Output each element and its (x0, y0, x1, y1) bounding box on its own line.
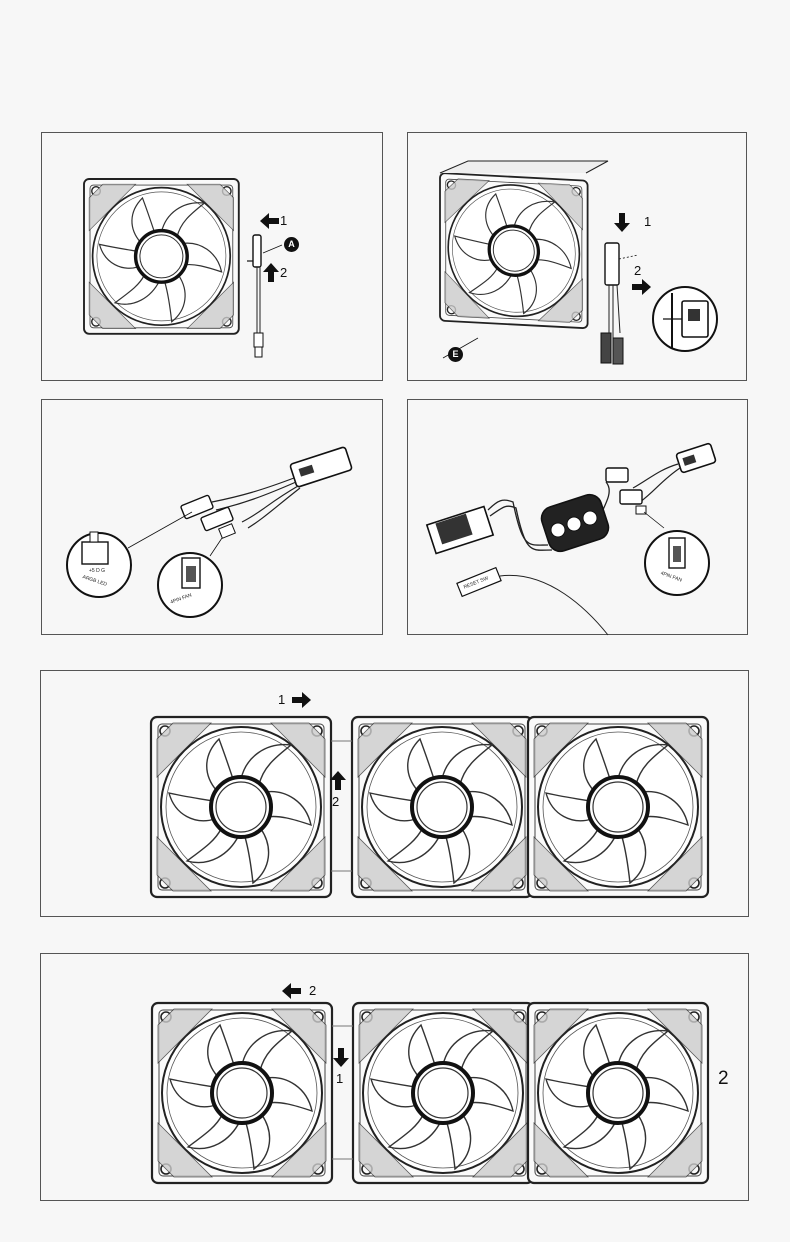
arrow-down-icon (614, 213, 630, 232)
three-fan-chain-disconnect (150, 983, 710, 1185)
arrow-down-icon (333, 1048, 349, 1067)
panel-argb-fan-connectors: +5 D G ARGB LED 4PIN FAN (41, 399, 383, 635)
arrow-up-icon (330, 771, 346, 790)
step-2-label: 2 (309, 983, 317, 998)
step-2-label: 2 (280, 265, 288, 280)
side-label: 2 (718, 1068, 729, 1089)
fan-diagram-perspective (438, 160, 718, 365)
step-1-label: 1 (644, 214, 652, 229)
arrow-left-icon (260, 213, 279, 229)
panel-step-2-module-detail: 1 2 E (407, 132, 747, 381)
panel-controller-hub: RESET SW 4PIN FAN (407, 399, 748, 636)
step-2-label: 2 (634, 263, 642, 278)
cable-diagram-controller (425, 442, 717, 636)
step-2-label: 2 (332, 794, 340, 809)
panel-daisy-chain-disconnect: 2 1 2 (40, 953, 749, 1201)
step-1-label: 1 (280, 213, 288, 228)
arrow-left-icon (282, 983, 301, 999)
arrow-up-icon (263, 263, 279, 282)
step-1-label: 1 (278, 692, 286, 707)
three-fan-chain-connect (149, 692, 710, 899)
step-1-label: 1 (336, 1071, 344, 1086)
callout-badge-e: E (448, 347, 463, 362)
arrow-right-icon (292, 692, 311, 708)
pin-label: +5 D G (89, 568, 105, 574)
arrow-right-icon (632, 279, 651, 295)
callout-badge-a: A (284, 237, 299, 252)
panel-daisy-chain-connect: 1 2 (40, 670, 749, 917)
panel-step-1-attach-module: 1 2 A (41, 132, 383, 381)
fan-diagram-single (82, 177, 283, 358)
cable-diagram-argb (66, 446, 353, 618)
